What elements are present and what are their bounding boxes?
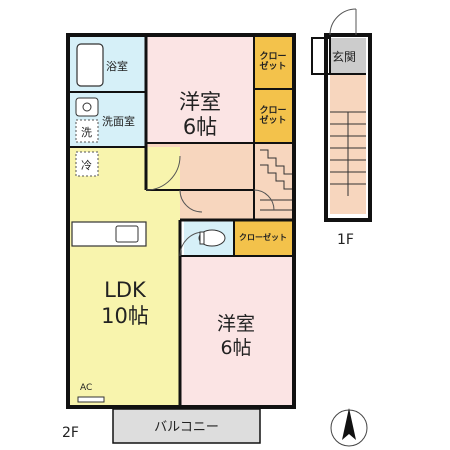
stairs-2f [260,149,292,211]
fridge-label: 冷 [81,159,92,172]
ac-unit-icon [77,396,105,403]
washer-box [75,119,99,143]
bathtub-icon [76,43,104,87]
bedroom-south [180,256,292,405]
wash-basin-icon [75,97,99,117]
entrance-label: 玄関 [332,50,357,64]
closet-top-2-label: クロー ゼット [259,106,287,126]
sink-icon [115,225,139,243]
floor-label-2f: 2F [62,425,79,441]
fridge-box [75,151,99,177]
closet-top-2 [254,89,292,143]
entrance-door-swing [329,8,357,36]
ldk-name: LDK [104,278,146,302]
closet-top-1 [254,37,292,89]
stairs-1f [330,111,366,196]
bath-label: 浴室 [106,60,128,73]
balcony [112,408,261,444]
bedroom-south-name: 洋室 [216,313,255,335]
toilet-icon [198,229,226,247]
closet-center-label: クローゼット [239,233,287,242]
floor-label-1f: 1F [337,232,354,248]
north-arrow-icon [330,408,368,447]
ac-label: AC [80,383,93,393]
bedroom-north-name: 洋室 [179,90,221,114]
walls-1f [324,33,372,222]
bedroom-north-size: 6帖 [182,115,218,139]
washroom-label: 洗面室 [102,115,135,128]
entrance-area [330,38,366,74]
walls-2f [66,33,296,409]
closet-top-1-label: クロー ゼット [259,52,287,72]
ldk-size: 10帖 [101,304,149,328]
closet-center [234,220,292,256]
balcony-label: バルコニー [154,420,219,435]
bedroom-south-size: 6帖 [220,337,252,359]
washer-label: 洗 [81,126,92,139]
